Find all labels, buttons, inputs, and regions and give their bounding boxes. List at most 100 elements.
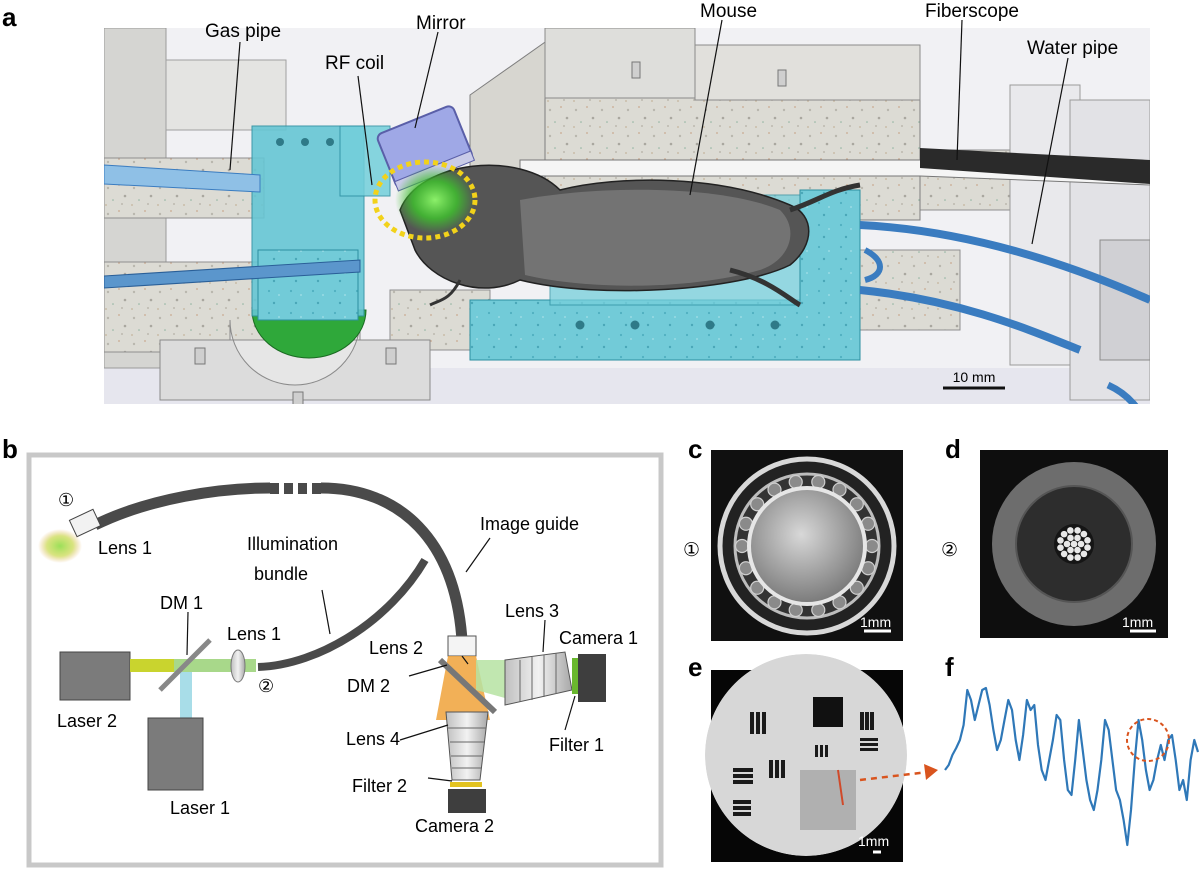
illumination-bundle-fiber: [257, 557, 429, 671]
fiber-core: [1057, 537, 1064, 544]
target-bar: [762, 712, 766, 734]
panel-d-marker: ②: [941, 540, 958, 561]
mouse-body: [399, 164, 861, 308]
water-pipe-upper: [859, 221, 1150, 304]
label-bundle: bundle: [254, 564, 308, 584]
rf-coil-ring: [372, 159, 478, 241]
label-camera-1: Camera 1: [559, 628, 638, 648]
panel-c-scale-label: 1mm: [860, 614, 891, 630]
target-bar: [756, 712, 760, 734]
profile-arrow: [859, 770, 929, 782]
fiber-core: [1077, 540, 1085, 548]
label-lens-4: Lens 4: [346, 729, 400, 749]
target-bar: [860, 738, 878, 741]
filter-1: [572, 658, 578, 694]
panel-b-letter: b: [2, 434, 18, 464]
fiber-core: [1067, 534, 1074, 542]
laser-1-beam: [180, 672, 192, 718]
lens-ring-elements: [734, 474, 880, 618]
ring-element: [849, 580, 864, 595]
panel-b-callouts: [186, 537, 576, 782]
camera-2: [448, 789, 486, 813]
label-lens-1: Lens 1: [227, 624, 281, 644]
laser-1: [147, 717, 204, 791]
panel-c-letter: c: [688, 434, 702, 464]
target-bar: [733, 800, 751, 804]
dm-2: [437, 657, 498, 715]
lens-1: [230, 649, 246, 683]
target-bar: [750, 712, 754, 734]
panel-e-letter: e: [688, 652, 702, 682]
label-mirror: Mirror: [416, 13, 466, 34]
label-gas-pipe: Gas pipe: [205, 21, 281, 42]
ring-element: [750, 580, 765, 595]
fiber-core: [1063, 540, 1071, 548]
fiber-core: [1080, 550, 1088, 558]
lens-1-tip: [68, 508, 102, 538]
target-bar: [860, 712, 864, 730]
laser-2-beam: [130, 659, 174, 672]
fiber-core: [1074, 527, 1081, 534]
fiber-break-marks: [270, 483, 321, 494]
target-bar: [825, 745, 828, 757]
label-filter-2: Filter 2: [352, 776, 407, 796]
green-semicircle: [251, 309, 367, 359]
gas-pipe: [104, 164, 261, 193]
fiber-core: [1070, 540, 1078, 548]
panel-e: e 1mm: [688, 652, 938, 862]
panel-c-marker: ①: [683, 540, 700, 561]
label-fiberscope: Fiberscope: [925, 1, 1019, 22]
panel-d-letter: d: [945, 434, 961, 464]
panel-d: d ② 1mm: [941, 434, 1168, 638]
label-lens-2: Lens 2: [369, 638, 423, 658]
target-bar: [870, 712, 874, 730]
target-bar: [733, 806, 751, 810]
panel-a-letter: a: [2, 2, 17, 32]
panel-e-scale-label: 1mm: [858, 833, 889, 849]
label-filter-1: Filter 1: [549, 735, 604, 755]
fiber-core: [1080, 530, 1088, 538]
label-lens-1-tip: Lens 1: [98, 538, 152, 558]
label-lens-3: Lens 3: [505, 601, 559, 621]
lens-4: [445, 711, 489, 781]
ring-element: [849, 497, 864, 512]
marker-1: ①: [58, 490, 74, 510]
label-dm-1: DM 1: [160, 593, 203, 613]
dm-1: [158, 638, 212, 692]
target-bar: [781, 760, 785, 778]
fiber-core: [1084, 544, 1091, 551]
target-bar: [775, 760, 779, 778]
fiber-core-dots: [1057, 527, 1091, 561]
fiber-core: [1074, 554, 1081, 561]
target-bar: [860, 743, 878, 746]
fiber-core: [1060, 550, 1068, 558]
panel-d-scale-label: 1mm: [1122, 614, 1153, 630]
target-square: [813, 697, 843, 727]
lens-2: [447, 635, 477, 657]
image-guide-fiber: [320, 482, 468, 641]
fiber-core: [1074, 546, 1081, 554]
target-bar: [733, 768, 753, 772]
panel-a-scale-bar-label: 10 mm: [953, 369, 996, 385]
panel-f: f: [944, 652, 1200, 847]
fiber-core: [1084, 537, 1091, 544]
label-image-guide: Image guide: [480, 514, 579, 534]
label-camera-2: Camera 2: [415, 816, 494, 836]
mri-holder-rendering: 10 mm: [104, 28, 1150, 404]
label-laser-2: Laser 2: [57, 711, 117, 731]
panel-c: c ① 1mm: [683, 434, 903, 641]
ring-element: [864, 538, 880, 554]
label-illumination: Illumination: [247, 534, 338, 554]
label-rf-coil: RF coil: [325, 53, 384, 74]
fiber-core: [1067, 527, 1074, 534]
target-bar: [815, 745, 818, 757]
fiber-bundle-start: [92, 482, 271, 530]
label-laser-1: Laser 1: [170, 798, 230, 818]
marker-2: ②: [258, 676, 274, 696]
intensity-profile-trace: [944, 686, 1200, 847]
resolution-target-bars: [733, 712, 878, 816]
ring-element: [734, 538, 750, 554]
target-bar: [733, 774, 753, 778]
label-water-pipe: Water pipe: [1027, 38, 1118, 59]
